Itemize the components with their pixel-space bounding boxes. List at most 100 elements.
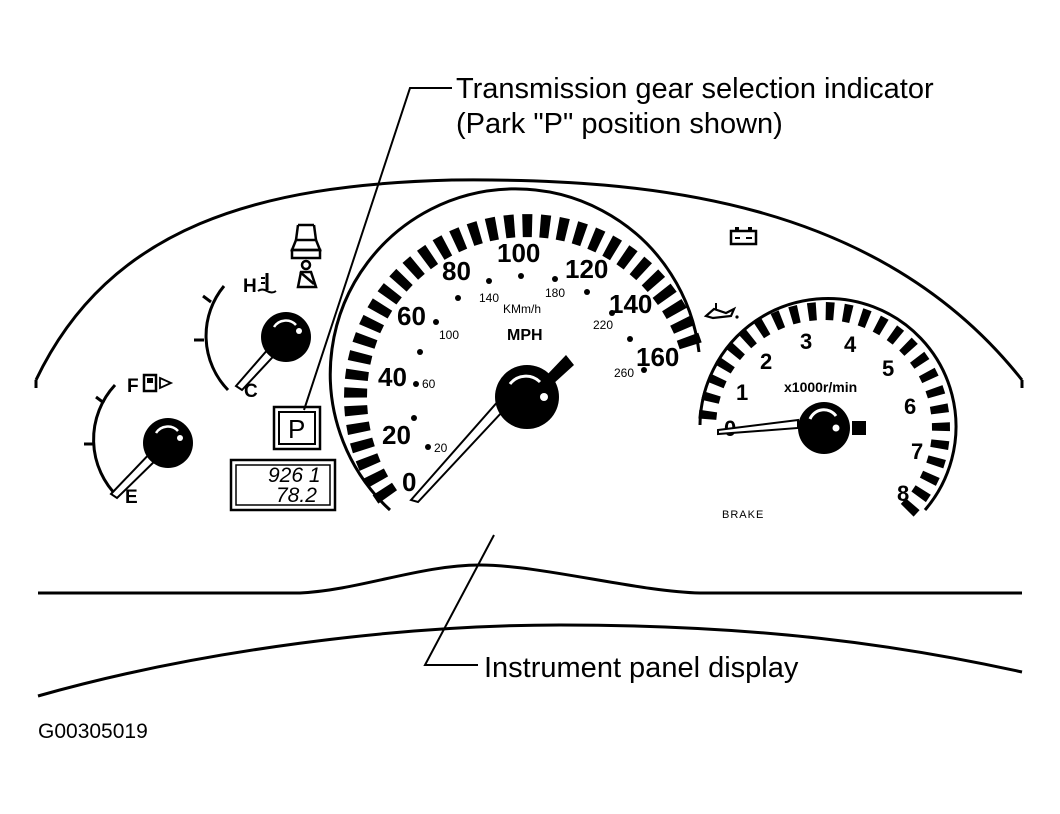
odometer-window — [235, 464, 331, 506]
gauge-tick-segment — [929, 403, 949, 415]
gauge-tick-segment — [726, 342, 745, 361]
gauge-tick-segment — [417, 244, 439, 270]
gauge-tick-segment — [587, 227, 606, 253]
gauge-tick-segment — [911, 485, 931, 503]
gear-callout-leader — [303, 87, 452, 411]
gauge-tick-segment — [698, 409, 718, 420]
gauge-tick-segment — [841, 303, 854, 323]
speedometer: 0 20 40 60 80 100 120 140 160 20 60 100 … — [328, 187, 702, 512]
gauge-tick-segment — [539, 214, 552, 239]
gauge-tick-segment — [806, 302, 817, 321]
gear-indicator-inner — [278, 411, 316, 445]
gauge-tick-segment — [788, 305, 801, 325]
kmh-label-220: 220 — [593, 318, 613, 332]
kmh-label-100: 100 — [439, 328, 459, 342]
gauge-tick-segment — [344, 387, 368, 398]
mph-label-100: 100 — [497, 238, 540, 268]
temp-hub — [261, 312, 311, 362]
temp-cold-label: C — [244, 381, 258, 402]
kmh-label-180: 180 — [545, 286, 565, 300]
tach-label-7: 7 — [911, 439, 923, 464]
tach-label-8: 8 — [897, 481, 909, 506]
brake-warning-label: BRAKE — [722, 509, 764, 521]
gauge-tick-segment — [825, 302, 835, 321]
panel-lower-ridge — [38, 563, 1022, 595]
kmh-dot — [627, 336, 633, 342]
gauge-tick-segment — [918, 367, 939, 384]
kmh-dot — [433, 319, 439, 325]
door-ajar-icon — [290, 223, 322, 260]
mph-label-20: 20 — [382, 420, 411, 450]
gauge-tick-segment — [344, 368, 369, 381]
odometer-line2: 78.2 — [276, 484, 317, 507]
speedometer-hub-dot — [540, 393, 548, 401]
tachometer-needle-tail — [852, 421, 866, 435]
gauge-tick-segment — [503, 214, 516, 239]
mph-unit: MPH — [507, 327, 543, 344]
mph-label-60: 60 — [397, 301, 426, 331]
gauge-tick-segment — [641, 269, 666, 292]
fuel-full-label: F — [127, 376, 139, 397]
kmh-dot — [486, 278, 492, 284]
mph-label-120: 120 — [565, 254, 608, 284]
tach-label-3: 3 — [800, 329, 812, 354]
temp-hub-dot — [296, 328, 302, 334]
tachometer-outer-arc — [698, 297, 958, 511]
tach-label-1: 1 — [736, 380, 748, 405]
gauge-tick-segment — [739, 329, 757, 349]
gauge-tick-segment — [363, 468, 389, 488]
kmh-label-140: 140 — [479, 291, 499, 305]
tachometer: 0 1 2 3 4 5 6 7 8 x1000r/min — [698, 297, 958, 517]
battery-icon — [729, 227, 758, 246]
gauge-tick-segment — [930, 439, 950, 450]
gauge-tick-segment — [402, 256, 425, 280]
gauge-tick-segment — [662, 299, 687, 319]
tach-label-4: 4 — [844, 332, 857, 357]
gauge-tick-segment — [919, 470, 940, 486]
coolant-temp-icon — [257, 273, 277, 294]
gauge-tick-segment — [670, 315, 696, 334]
panel-callout-leader — [423, 534, 495, 666]
kmh-dot — [413, 381, 419, 387]
gear-indicator-outer — [272, 405, 322, 451]
mph-label-0: 0 — [402, 467, 416, 497]
gauge-tick-segment — [484, 216, 499, 242]
gear-indicator: P — [272, 405, 322, 451]
mph-label-40: 40 — [378, 362, 407, 392]
kmh-label-60: 60 — [422, 377, 436, 391]
gauge-tick-segment — [629, 256, 652, 281]
speedometer-hub — [495, 365, 559, 429]
gauge-tick-segment — [359, 314, 384, 334]
gauge-tick-segment — [367, 298, 393, 319]
fuel-pump-icon — [142, 373, 174, 393]
tachometer-hub-dot — [832, 424, 840, 432]
odometer-display: 926 1 78.2 — [229, 458, 337, 512]
fuel-gauge: F E — [84, 373, 193, 508]
gauge-tick-segment — [931, 422, 950, 432]
speedometer-tick-band — [344, 214, 702, 504]
gauge-tick-segment — [652, 283, 677, 305]
tach-label-5: 5 — [882, 356, 894, 381]
tachometer-hub-highlight — [808, 408, 838, 420]
panel-bottom-curve — [37, 623, 1023, 698]
gauge-tick-segment — [555, 217, 570, 242]
gauge-tick-segment — [900, 498, 920, 517]
temp-hot-label: H — [243, 276, 257, 297]
gauge-tick-segment — [466, 221, 483, 246]
mph-label-80: 80 — [442, 256, 471, 286]
gauge-tick-segment — [616, 245, 638, 270]
kmh-label-260: 260 — [614, 366, 634, 380]
odometer-frame — [229, 458, 337, 512]
fuel-hub-dot — [177, 435, 183, 441]
kmh-dot — [518, 273, 524, 279]
gauge-tick-segment — [377, 283, 402, 305]
temp-hub-highlight — [272, 319, 297, 328]
gauge-tick-segment — [925, 385, 946, 399]
gauge-tick-segment — [754, 318, 771, 339]
panel-callout-text: Instrument panel display — [484, 652, 799, 684]
speedometer-outer-arc — [328, 187, 701, 512]
gauge-tick-segment — [372, 482, 397, 504]
kmh-dot — [425, 444, 431, 450]
